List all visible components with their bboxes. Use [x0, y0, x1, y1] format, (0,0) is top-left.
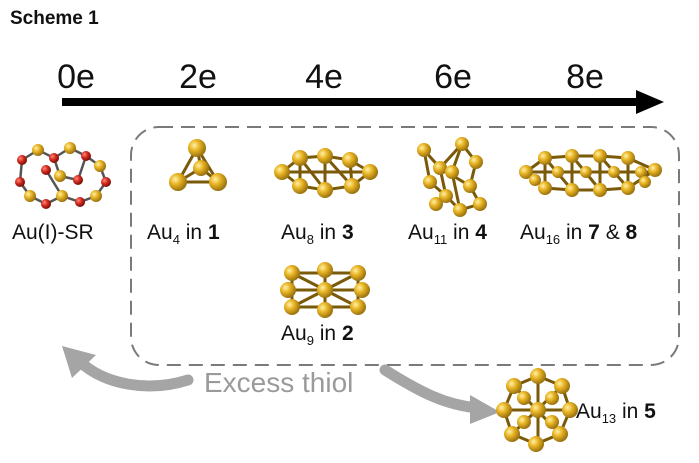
- au13-cluster-model: [496, 368, 578, 452]
- au9-cluster-model: [280, 262, 370, 318]
- axis-label-0e: 0e: [57, 58, 95, 96]
- caption-au-sr-text: Au(I)-SR: [12, 221, 94, 244]
- caption-au8-num: 3: [341, 221, 354, 244]
- au11-cluster-model: [417, 137, 487, 217]
- dashed-cluster-box: [130, 126, 680, 366]
- caption-au8-sub: 8: [306, 232, 314, 247]
- caption-au16-element: Au: [520, 221, 546, 244]
- excess-thiol-label: Excess thiol: [204, 367, 354, 398]
- caption-au16-amp: &: [599, 221, 626, 244]
- caption-au9-sub: 9: [306, 333, 314, 348]
- caption-au9-in: in: [313, 322, 342, 345]
- au8-cluster-model: [274, 148, 378, 198]
- axis-label-6e: 6e: [434, 58, 472, 96]
- caption-au9: Au9 in 2: [281, 322, 354, 348]
- caption-au16-sub: 16: [545, 232, 561, 247]
- grey-arrow-forward-shaft: [379, 364, 484, 414]
- caption-au9-num: 2: [341, 322, 354, 345]
- axis-label-2e: 2e: [179, 58, 217, 96]
- au-sr-complex-model: [15, 142, 111, 209]
- grey-arrow-back-head: [62, 346, 96, 378]
- caption-au4-num: 1: [207, 221, 220, 244]
- caption-au4-sub: 4: [172, 232, 180, 247]
- caption-au11-element: Au: [408, 221, 434, 244]
- caption-au13-num: 5: [644, 400, 656, 423]
- caption-au13-element: Au: [576, 400, 602, 423]
- au16-cluster-model: [519, 149, 662, 197]
- caption-au11-num: 4: [475, 221, 487, 244]
- caption-au13-sub: 13: [601, 411, 617, 426]
- caption-au13-in: in: [616, 400, 645, 423]
- caption-au16-in: in: [560, 221, 589, 244]
- electron-arrow-head: [636, 90, 664, 114]
- caption-au11-sub: 11: [433, 232, 448, 247]
- caption-au11-in: in: [447, 221, 476, 244]
- caption-au16-num2: 8: [625, 221, 638, 244]
- caption-au9-element: Au: [281, 322, 307, 345]
- au4-cluster-model: [169, 139, 227, 191]
- scheme-title: Scheme 1: [10, 8, 99, 29]
- axis-label-8e: 8e: [566, 58, 604, 96]
- caption-au8: Au8 in 3: [281, 221, 354, 247]
- caption-au-sr: Au(I)-SR: [12, 221, 94, 245]
- caption-au4-in: in: [179, 221, 208, 244]
- grey-arrow-forward-head: [470, 395, 500, 424]
- axis-label-4e: 4e: [305, 58, 343, 96]
- caption-au16-num: 7: [588, 221, 600, 244]
- caption-au16: Au16 in 7 & 8: [520, 221, 637, 247]
- caption-au8-element: Au: [281, 221, 307, 244]
- grey-arrow-back-shaft: [72, 354, 194, 392]
- caption-au4-element: Au: [147, 221, 173, 244]
- caption-au4: Au4 in 1: [147, 221, 220, 247]
- caption-au13: Au13 in 5: [576, 400, 656, 426]
- caption-au11: Au11 in 4: [408, 221, 487, 247]
- caption-au8-in: in: [313, 221, 342, 244]
